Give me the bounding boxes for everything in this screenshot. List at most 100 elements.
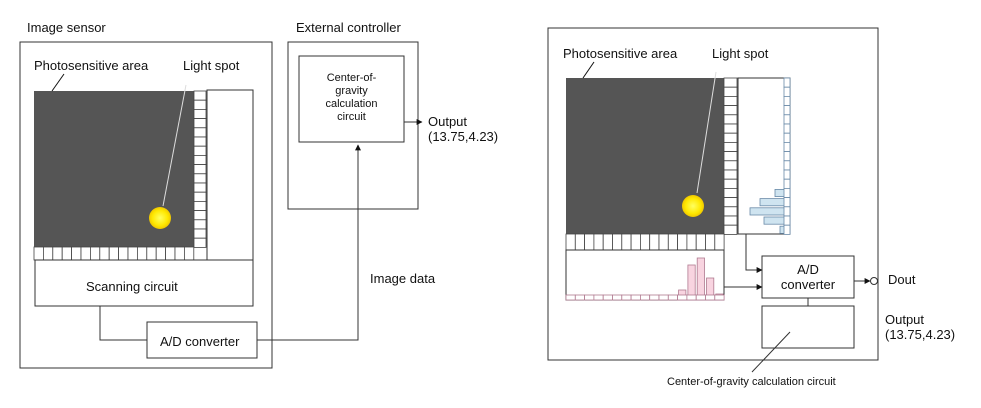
pixel-cell	[723, 169, 738, 180]
x-projection-tick	[574, 294, 585, 301]
pixel-cell	[136, 246, 148, 261]
pixel-cell	[146, 246, 157, 261]
dout-label: Dout	[888, 272, 916, 287]
pixel-cell	[155, 246, 166, 261]
pixel-column-right-right	[723, 77, 738, 235]
pixel-cell	[602, 233, 613, 251]
pixel-cell	[165, 246, 176, 261]
x-projection-tick	[677, 294, 688, 301]
pixel-cell	[723, 206, 738, 217]
pixel-cell	[723, 86, 738, 97]
pixel-cell	[677, 233, 688, 251]
pixel-cell	[193, 210, 207, 221]
y-proj-to-adc-line	[745, 234, 763, 273]
pixel-cell	[695, 233, 706, 251]
pixel-cell	[723, 187, 738, 198]
pixel-cell	[193, 182, 207, 193]
ad-converter-label-left: A/D converter	[160, 334, 240, 349]
y-projection-tick	[783, 178, 791, 189]
pixel-cell	[723, 96, 738, 107]
image-sensor-title: Image sensor	[27, 20, 106, 35]
x-projection-tick	[630, 294, 641, 301]
right-readout-strip-left	[206, 89, 254, 261]
pixel-cell	[193, 136, 207, 147]
pixel-cell	[183, 246, 195, 261]
pixel-cell	[193, 109, 207, 120]
y-projection-tick	[783, 169, 791, 180]
external-controller-box	[287, 41, 419, 210]
pixel-cell	[99, 246, 110, 261]
output-label-right: Output (13.75,4.23)	[885, 312, 956, 342]
pixel-cell	[193, 127, 207, 138]
light-spot-left	[149, 207, 171, 229]
pixel-cell	[118, 246, 129, 261]
pixel-cell	[43, 246, 54, 261]
pixel-cell	[108, 246, 119, 261]
y-projection-tick	[783, 224, 791, 235]
pixel-cell	[714, 233, 725, 251]
pixel-cell	[723, 141, 738, 152]
pixel-row-bottom-left	[33, 246, 195, 261]
x-projection-tick	[621, 294, 632, 301]
pixel-cell	[193, 228, 207, 239]
pixel-cell	[193, 173, 207, 184]
pixel-cell	[723, 151, 738, 162]
pixel-cell	[193, 118, 207, 129]
y-projection-tick	[783, 141, 791, 152]
pixel-cell	[640, 233, 651, 251]
pixel-cell	[127, 246, 138, 261]
x-projection-tick	[695, 294, 706, 301]
cog-circuit-box-left	[298, 55, 405, 143]
cog-circuit-label-right: Center-of-gravity calculation circuit	[667, 376, 836, 388]
pixel-cell	[723, 77, 738, 88]
y-projection-histogram	[749, 77, 791, 235]
right-frame-box	[547, 27, 879, 361]
x-projection-tick	[593, 294, 604, 301]
pixel-cell	[80, 246, 91, 261]
x-projection-tick	[602, 294, 613, 301]
x-projection-tick	[584, 294, 595, 301]
pixel-cell	[723, 160, 738, 171]
y-projection-tick	[783, 114, 791, 125]
photosensitive-pointer-right	[582, 61, 595, 79]
photosensitive-area-label-right: Photosensitive area	[563, 46, 678, 61]
pixel-cell	[621, 233, 632, 251]
ad-converter-box-left	[146, 321, 258, 359]
pixel-cell	[612, 233, 623, 251]
pixel-cell	[193, 145, 207, 156]
y-projection-tick	[783, 105, 791, 116]
pixel-cell	[174, 246, 185, 261]
pixel-cell	[90, 246, 101, 261]
photosensitive-area-label-left: Photosensitive area	[34, 58, 149, 73]
dout-terminal	[870, 277, 878, 285]
ad-converter-box-right	[761, 255, 855, 299]
x-projection-tick	[686, 294, 697, 301]
y-projection-tick	[783, 215, 791, 226]
y-projection-tick	[783, 123, 791, 134]
pixel-cell	[667, 233, 678, 251]
pixel-cell	[593, 233, 604, 251]
pixel-cell	[193, 154, 207, 165]
x-projection-tick	[640, 294, 651, 301]
scanning-circuit-box	[34, 259, 254, 307]
light-spot-pointer-right	[696, 71, 717, 194]
light-spot-label-right: Light spot	[712, 46, 769, 61]
external-controller-title: External controller	[296, 20, 401, 35]
light-spot-right	[682, 195, 704, 217]
pixel-column-right-left	[193, 90, 207, 248]
pixel-cell	[52, 246, 63, 261]
pixel-cell	[193, 237, 207, 248]
x-projection-bar	[696, 257, 705, 301]
pixel-cell	[723, 123, 738, 134]
image-data-label: Image data	[370, 271, 436, 286]
scanning-circuit-label: Scanning circuit	[86, 279, 178, 294]
image-sensor-box	[19, 41, 273, 369]
pixel-cell	[193, 200, 207, 211]
x-projection-tick	[658, 294, 669, 301]
cog-circuit-label-left: Center-of- gravity calculation circuit	[325, 72, 378, 123]
pixel-cell	[630, 233, 641, 251]
pixel-cell	[61, 246, 73, 261]
image-data-line	[257, 144, 361, 341]
pixel-cell	[723, 215, 738, 226]
